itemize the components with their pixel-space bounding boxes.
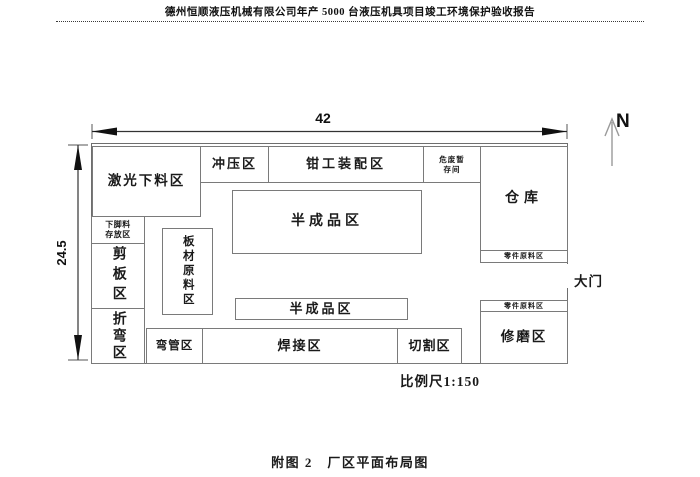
area-semi-finished-bottom: 半成品区 — [235, 298, 408, 320]
area-fitter-assembly: 钳工装配区 — [268, 146, 424, 183]
gate-label: 大门 — [574, 274, 603, 289]
area-semi-finished-top: 半成品区 — [232, 190, 422, 254]
area-parts-raw-material-top: 零件原料区 — [480, 250, 568, 263]
dimension-width-arrow-icon — [91, 124, 568, 139]
area-laser-cutting: 激光下料区 — [92, 146, 201, 217]
area-warehouse: 仓库 — [480, 146, 568, 251]
header-divider — [56, 21, 644, 22]
north-letter: N — [616, 111, 630, 132]
area-plate-shearing: 剪板区 — [91, 243, 145, 309]
area-grinding: 修磨区 — [480, 311, 568, 364]
dimension-width-value: 42 — [315, 110, 331, 126]
document-header-title: 德州恒顺液压机械有限公司年产 5000 台液压机具项目竣工环境保护验收报告 — [164, 7, 536, 18]
area-hazardous-waste-room: 危废暂 存间 — [423, 146, 481, 183]
area-stamping: 冲压区 — [200, 146, 269, 183]
gate-opening — [565, 264, 572, 288]
north-arrow-icon — [604, 117, 620, 166]
scale-label: 比例尺1:150 — [400, 374, 480, 389]
area-bending: 折弯区 — [91, 308, 145, 364]
dimension-height-arrow-icon — [68, 144, 88, 361]
dimension-height-value: 24.5 — [54, 240, 69, 266]
area-pipe-bending: 弯管区 — [146, 328, 203, 364]
area-cutting: 切割区 — [397, 328, 462, 364]
area-welding: 焊接区 — [202, 328, 398, 364]
area-sheet-raw-material: 板材原料区 — [162, 228, 213, 315]
figure-caption: 附图 2 厂区平面布局图 — [271, 455, 429, 470]
area-scrap-storage: 下脚料 存放区 — [91, 216, 145, 244]
